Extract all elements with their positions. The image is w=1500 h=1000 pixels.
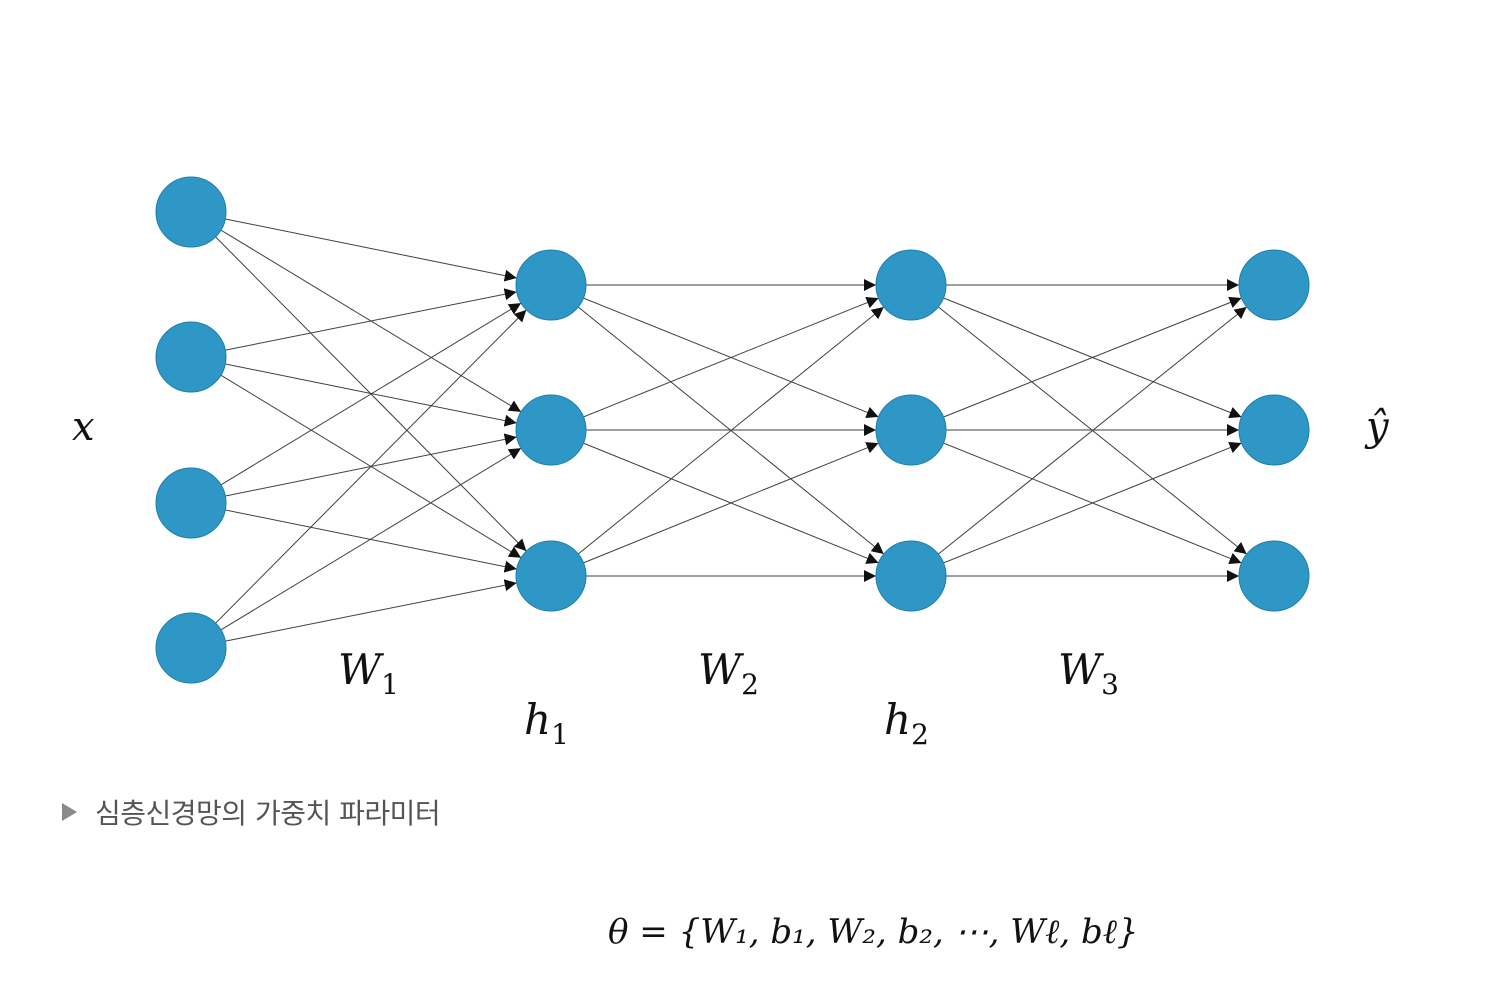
hidden-label-h1: h1 <box>524 695 569 751</box>
weight-label-w3: W3 <box>1058 645 1119 701</box>
edge-l3-3-2 <box>910 441 1242 577</box>
edge-l3-1-2 <box>910 284 1242 419</box>
parameter-formula: θ = {W₁, b₁, W₂, b₂, ⋯, Wℓ, bℓ} <box>608 912 1139 952</box>
hidden-1-node-1 <box>515 249 587 321</box>
hidden-2-node-3 <box>875 540 947 612</box>
edge-l1-2-1 <box>190 288 517 358</box>
input-label: x <box>72 404 95 450</box>
input-node-2 <box>155 321 227 393</box>
edge-l3-3-1 <box>910 306 1248 577</box>
neuron-nodes <box>155 176 1310 684</box>
hidden-2-node-1 <box>875 249 947 321</box>
triangle-icon <box>62 803 77 821</box>
edge-l3-1-3 <box>910 284 1248 555</box>
edge-l3-2-3 <box>910 429 1242 565</box>
edge-l3-2-1 <box>910 296 1242 431</box>
edge-l2-1-3 <box>550 284 885 555</box>
caption-text: 심층신경망의 가중치 파라미터 <box>95 797 441 830</box>
weight-label-w1: W1 <box>338 645 399 701</box>
edge-l1-1-3 <box>190 211 527 552</box>
neural-network-diagram: x ŷ W1 W2 W3 h1 h2 <box>72 176 1390 751</box>
hidden-1-node-3 <box>515 540 587 612</box>
hidden-label-h2: h2 <box>884 695 929 751</box>
edge-l1-2-2 <box>190 356 517 427</box>
edge-l1-1-1 <box>190 211 517 282</box>
edge-l1-3-3 <box>190 502 517 573</box>
edge-l2-3-2 <box>550 442 879 577</box>
output-node-2 <box>1238 394 1310 466</box>
edge-l1-4-1 <box>190 309 527 649</box>
edge-l2-2-3 <box>550 429 879 564</box>
edge-l1-3-2 <box>190 433 517 504</box>
input-node-1 <box>155 176 227 248</box>
hidden-2-node-2 <box>875 394 947 466</box>
edge-l1-1-2 <box>190 211 522 413</box>
connection-edges <box>190 211 1248 649</box>
formula-text: θ = {W₁, b₁, W₂, b₂, ⋯, Wℓ, bℓ} <box>608 912 1139 952</box>
edge-l2-3-1 <box>550 306 885 577</box>
edge-l2-1-2 <box>550 284 879 419</box>
edge-l1-2-3 <box>190 356 522 559</box>
hidden-1-node-2 <box>515 394 587 466</box>
edge-l1-4-2 <box>190 447 522 649</box>
weight-label-w2: W2 <box>698 645 759 701</box>
output-label: ŷ <box>1364 404 1390 450</box>
edge-l1-4-3 <box>190 579 517 649</box>
input-node-3 <box>155 467 227 539</box>
edge-l1-3-1 <box>190 302 522 504</box>
output-node-1 <box>1238 249 1310 321</box>
output-node-3 <box>1238 540 1310 612</box>
input-node-4 <box>155 612 227 684</box>
edge-l2-2-1 <box>550 296 879 431</box>
figure-caption: 심층신경망의 가중치 파라미터 <box>62 792 441 832</box>
